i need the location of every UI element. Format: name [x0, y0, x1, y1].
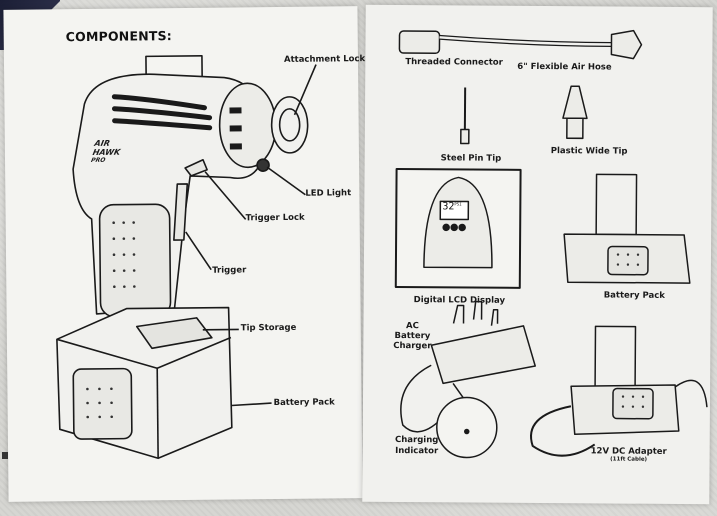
label-digital-lcd-display: Digital LCD Display [413, 295, 506, 306]
label-attachment-lock: Attachment Lock [283, 54, 366, 65]
label-flexible-air-hose: 6" Flexible Air Hose [517, 61, 612, 73]
label-plastic-wide-tip: Plastic Wide Tip [550, 146, 628, 157]
label-battery-pack: Battery Pack [273, 397, 335, 409]
right-manual-page: 32PSI Threaded Connector 6" Flexible Air… [362, 4, 713, 505]
brand-logo: AIR HAWK PRO [90, 138, 122, 164]
label-battery-pack-right: Battery Pack [603, 290, 665, 301]
lcd-reading: 32PSI [442, 201, 462, 213]
left-manual-page: COMPONENTS: [3, 6, 366, 502]
accessories-illustration [394, 29, 708, 459]
label-trigger: Trigger [212, 265, 247, 276]
label-trigger-lock: Trigger Lock [245, 212, 305, 224]
label-threaded-connector: Threaded Connector [405, 57, 503, 68]
label-dc-adapter-sub: (11ft Cable) [610, 456, 648, 463]
label-steel-pin-tip: Steel Pin Tip [440, 153, 502, 164]
label-led-light: LED Light [305, 188, 352, 199]
label-tip-storage: Tip Storage [240, 322, 297, 334]
label-charging-indicator: Charging Indicator [394, 435, 439, 457]
air-compressor-illustration [56, 54, 317, 460]
corner-mark [2, 452, 8, 459]
label-ac-battery-charger: AC Battery Charger [393, 321, 432, 352]
label-dc-adapter: 12V DC Adapter (11ft Cable) [590, 446, 667, 463]
